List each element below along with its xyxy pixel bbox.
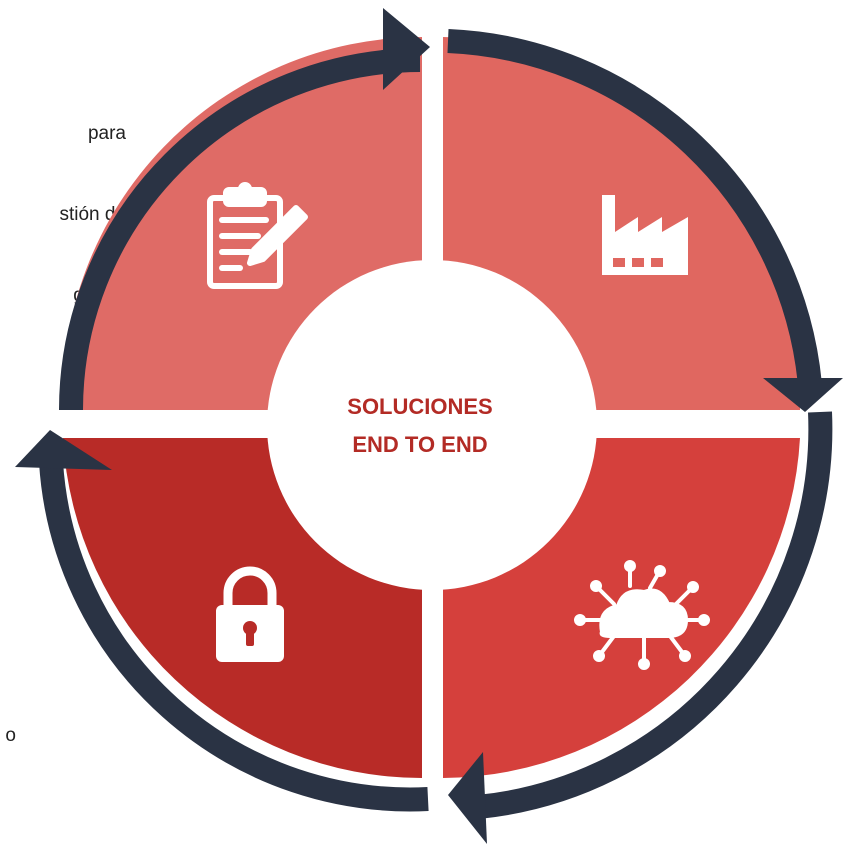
cropped-text-line: o xyxy=(5,725,16,746)
factory-icon xyxy=(602,195,688,275)
cycle-arrow-top-left xyxy=(59,48,421,411)
cloud-network-icon xyxy=(574,560,710,670)
cycle-arrow-head-bottom-right xyxy=(448,752,487,844)
center-label: SOLUCIONES END TO END xyxy=(300,388,540,464)
cycle-arrow-head-bottom-left xyxy=(15,430,112,470)
clipboard-pencil-icon xyxy=(207,182,308,289)
center-label-line-2: END TO END xyxy=(352,432,488,457)
cropped-text-line: para xyxy=(87,123,126,144)
cropped-text-bottom: o xyxy=(0,668,16,803)
cycle-arrow-head-top-right xyxy=(763,378,843,412)
center-label-line-1: SOLUCIONES xyxy=(347,394,493,419)
cycle-arrow-top-right xyxy=(447,29,822,387)
padlock-icon xyxy=(216,566,284,662)
center-circle xyxy=(267,260,597,590)
cycle-arrow-bottom-left xyxy=(39,461,429,812)
cycle-arrow-head-top-left xyxy=(383,8,430,90)
cycle-arrow-bottom-right xyxy=(476,411,833,819)
